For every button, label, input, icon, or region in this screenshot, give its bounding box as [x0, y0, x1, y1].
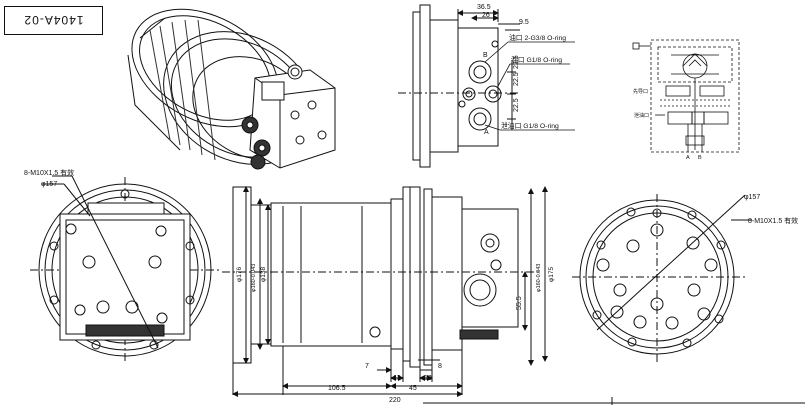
schematic-label-b: B — [698, 155, 702, 161]
front-right-bolt-spec: 8-M10X1.5 有效 — [748, 216, 798, 225]
port-b-label: 油口 2-G3/8 O-ring — [509, 33, 566, 42]
dim-12: 12 — [424, 375, 432, 382]
port-letter-b: B — [483, 52, 488, 59]
schematic-label-pp: 先导口 — [633, 88, 648, 95]
dim-220: 220 — [389, 397, 401, 404]
dim-22-5-c: 22.5 — [513, 55, 520, 69]
front-view-right — [572, 194, 752, 362]
dim-8: 8 — [438, 363, 442, 370]
dim-dia-176: φ176 — [236, 267, 243, 282]
port-letter-a: A — [484, 129, 489, 136]
dim-dia-138: φ138 — [260, 267, 267, 282]
schematic-label-a: A — [686, 155, 690, 161]
dim-55-5: 55.5 — [516, 296, 523, 310]
front-view-left — [30, 175, 222, 362]
side-view-top — [398, 4, 520, 168]
dim-106-5: 106.5 — [328, 385, 346, 392]
front-left-bolt-spec: 8-M10X1.5 有效 — [24, 168, 74, 177]
dim-26: 26 — [482, 12, 490, 19]
dim-dia-160-right: φ160-0.043 — [536, 264, 542, 292]
side-view-center — [222, 186, 548, 397]
dim-45: 45 — [409, 385, 417, 392]
front-left-pcd: φ157 — [41, 181, 57, 188]
dim-13: 13 — [393, 375, 401, 382]
port-leaders — [484, 41, 575, 131]
dim-dia-175: φ175 — [548, 267, 555, 282]
front-right-pcd: φ157 — [744, 194, 760, 201]
title-block-edge — [423, 397, 805, 405]
port-a-label: 泄油口 G1/8 O-ring — [501, 121, 559, 130]
port-pilot-label: 油口 G1/8 O-ring — [511, 55, 562, 64]
part-number-box: 1404A-02 — [4, 6, 103, 35]
dim-36-5: 36.5 — [477, 4, 491, 11]
schematic-label-vent: 泄油口 — [634, 112, 649, 119]
hydraulic-schematic — [632, 39, 740, 153]
dim-22-5-b: 22.5 — [513, 98, 520, 112]
dim-dia-160: φ160-0.043 — [251, 264, 257, 292]
dim-22-5-a: 22.5 — [513, 72, 520, 86]
dim-7: 7 — [365, 363, 369, 370]
dim-9-5: 9.5 — [519, 19, 529, 26]
isometric-view — [127, 8, 336, 170]
